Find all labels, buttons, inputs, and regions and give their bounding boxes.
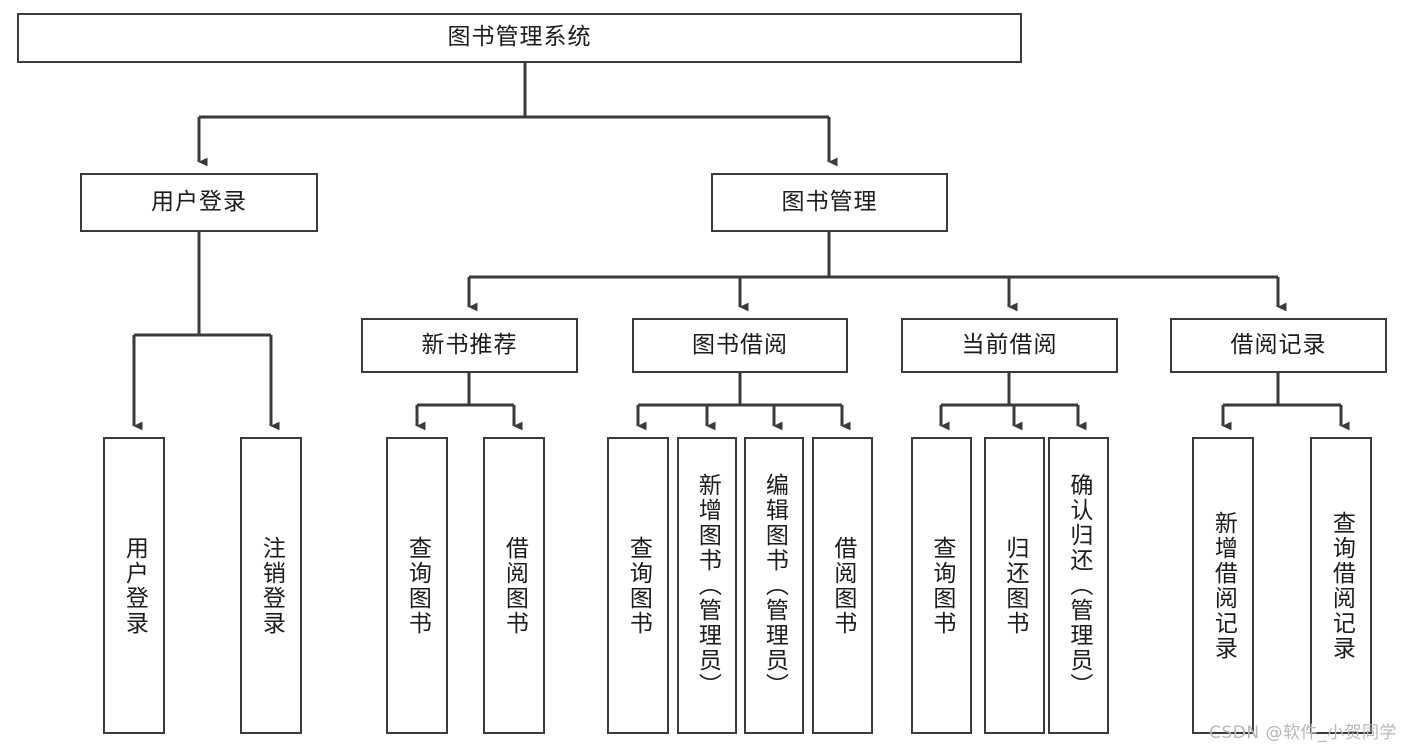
node-leaf-recommend-borrow-book-label: 借阅图书	[501, 535, 528, 636]
node-leaf-record-query-label: 查询借阅记录	[1328, 510, 1355, 661]
node-leaf-current-query-book[interactable]: 查询图书	[911, 437, 972, 734]
node-leaf-borrow-borrow-book-label: 借阅图书	[829, 535, 856, 636]
node-leaf-recommend-borrow-book[interactable]: 借阅图书	[483, 437, 545, 734]
node-borrow-record-label: 借阅记录	[1230, 331, 1327, 358]
node-leaf-borrow-edit-book[interactable]: 编辑图书（管理员）	[744, 437, 804, 734]
node-new-book-recommend-label: 新书推荐	[421, 331, 518, 358]
node-leaf-current-confirm-return[interactable]: 确认归还（管理员）	[1048, 437, 1109, 734]
node-leaf-current-return-book-label: 归还图书	[1001, 535, 1028, 636]
node-user-login[interactable]: 用户登录	[80, 173, 318, 232]
node-leaf-borrow-query-book-label: 查询图书	[625, 535, 652, 636]
node-leaf-borrow-edit-book-label: 编辑图书（管理员）	[761, 473, 788, 698]
node-root[interactable]: 图书管理系统	[17, 13, 1022, 63]
node-book-management-label: 图书管理	[781, 188, 878, 215]
node-leaf-record-add[interactable]: 新增借阅记录	[1192, 437, 1254, 734]
node-leaf-recommend-query-book[interactable]: 查询图书	[386, 437, 448, 734]
node-leaf-recommend-query-book-label: 查询图书	[404, 535, 431, 636]
node-leaf-current-query-book-label: 查询图书	[928, 535, 955, 636]
node-book-borrow-label: 图书借阅	[692, 331, 788, 358]
node-leaf-user-login[interactable]: 用户登录	[103, 437, 165, 734]
node-leaf-borrow-add-book[interactable]: 新增图书（管理员）	[677, 437, 737, 734]
node-leaf-borrow-borrow-book[interactable]: 借阅图书	[812, 437, 873, 734]
csdn-watermark: CSDN @软件_小贺同学	[1209, 723, 1397, 743]
node-leaf-record-add-label: 新增借阅记录	[1210, 510, 1237, 661]
node-leaf-user-logout-label: 注销登录	[258, 535, 285, 636]
node-book-management[interactable]: 图书管理	[711, 173, 948, 232]
node-current-borrow-label: 当前借阅	[961, 331, 1058, 358]
node-leaf-borrow-add-book-label: 新增图书（管理员）	[694, 473, 721, 698]
node-user-login-label: 用户登录	[151, 188, 247, 215]
node-leaf-borrow-query-book[interactable]: 查询图书	[607, 437, 669, 734]
node-leaf-user-logout[interactable]: 注销登录	[240, 437, 302, 734]
node-leaf-current-return-book[interactable]: 归还图书	[984, 437, 1045, 734]
node-root-label: 图书管理系统	[447, 24, 592, 51]
node-current-borrow[interactable]: 当前借阅	[901, 318, 1118, 373]
node-leaf-current-confirm-return-label: 确认归还（管理员）	[1065, 473, 1092, 698]
node-new-book-recommend[interactable]: 新书推荐	[361, 318, 578, 373]
node-leaf-user-login-label: 用户登录	[121, 535, 148, 636]
node-borrow-record[interactable]: 借阅记录	[1170, 318, 1387, 373]
node-book-borrow[interactable]: 图书借阅	[632, 318, 848, 373]
node-leaf-record-query[interactable]: 查询借阅记录	[1310, 437, 1372, 734]
